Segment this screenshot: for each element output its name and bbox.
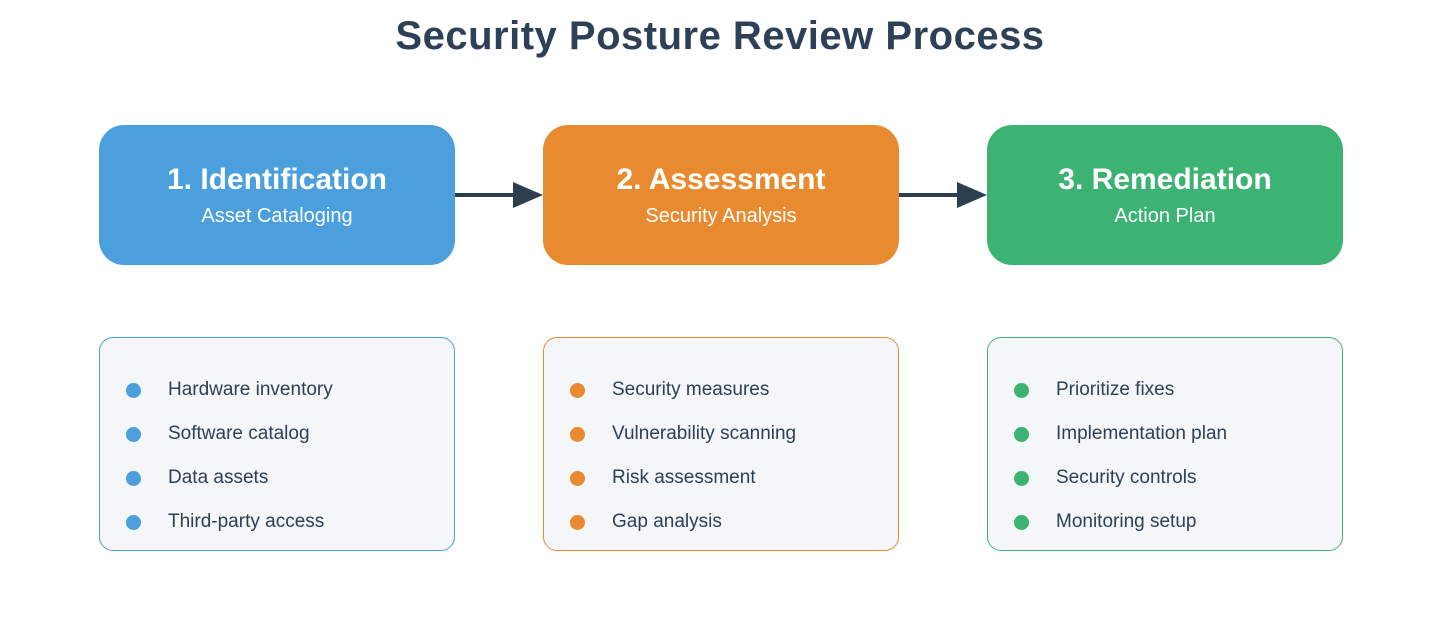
list-item-label: Data assets bbox=[168, 467, 269, 488]
list-item: Risk assessment bbox=[570, 456, 898, 500]
list-item: Implementation plan bbox=[1014, 412, 1342, 456]
bullet-dot bbox=[126, 382, 141, 398]
page-title: Security Posture Review Process bbox=[395, 14, 1045, 58]
list-item: Prioritize fixes bbox=[1014, 368, 1342, 412]
stage-subtitle: Security Analysis bbox=[645, 204, 797, 227]
stage-label: 3. Remediation bbox=[1058, 162, 1272, 196]
stage-label: 1. Identification bbox=[166, 162, 388, 196]
bullet-dot bbox=[1014, 514, 1029, 530]
spacer bbox=[455, 337, 543, 551]
stage-box-remediation: 3. Remediation Action Plan bbox=[987, 125, 1343, 265]
list-item: Hardware inventory bbox=[126, 368, 454, 412]
arrow-assessment-to-remediation bbox=[899, 125, 987, 265]
list-item: Monitoring setup bbox=[1014, 500, 1342, 544]
bullet-dot bbox=[126, 426, 141, 442]
list-item-label: Prioritize fixes bbox=[1056, 379, 1175, 400]
bullet-dot bbox=[570, 470, 585, 486]
arrow-right-icon bbox=[899, 182, 987, 208]
stage-box-identification: 1. Identification Asset Cataloging bbox=[99, 125, 455, 265]
list-item-label: Software catalog bbox=[168, 423, 310, 444]
bullet-dot bbox=[1014, 426, 1029, 442]
arrow-identification-to-assessment bbox=[455, 125, 543, 265]
list-item: Data assets bbox=[126, 456, 454, 500]
bullet-dot bbox=[126, 514, 141, 530]
list-item-label: Vulnerability scanning bbox=[612, 423, 797, 444]
bullet-dot bbox=[570, 514, 585, 530]
bullet-dot bbox=[570, 382, 585, 398]
list-item-label: Security measures bbox=[612, 379, 770, 400]
list-item: Security measures bbox=[570, 368, 898, 412]
bullet-dot bbox=[126, 470, 141, 486]
list-item: Third-party access bbox=[126, 500, 454, 544]
list-item-label: Third-party access bbox=[168, 511, 325, 532]
bullet-dot bbox=[1014, 382, 1029, 398]
list-item-label: Security controls bbox=[1056, 467, 1197, 488]
list-item-label: Hardware inventory bbox=[168, 379, 333, 400]
bullet-dot bbox=[570, 426, 585, 442]
stage-box-assessment: 2. Assessment Security Analysis bbox=[543, 125, 899, 265]
stage-subtitle: Asset Cataloging bbox=[201, 204, 353, 227]
stage-label: 2. Assessment bbox=[616, 162, 826, 196]
arrow-right-icon bbox=[455, 182, 543, 208]
bullet-dot bbox=[1014, 470, 1029, 486]
list-item-label: Gap analysis bbox=[612, 511, 722, 532]
list-item: Gap analysis bbox=[570, 500, 898, 544]
list-item: Software catalog bbox=[126, 412, 454, 456]
process-diagram: 1. Identification Asset Cataloging 2. As… bbox=[99, 125, 1343, 551]
stage-subtitle: Action Plan bbox=[1114, 204, 1216, 227]
list-item-label: Implementation plan bbox=[1056, 423, 1228, 444]
list-item-label: Risk assessment bbox=[612, 467, 756, 488]
list-item: Security controls bbox=[1014, 456, 1342, 500]
list-item-label: Monitoring setup bbox=[1056, 511, 1197, 532]
list-item: Vulnerability scanning bbox=[570, 412, 898, 456]
spacer bbox=[899, 337, 987, 551]
